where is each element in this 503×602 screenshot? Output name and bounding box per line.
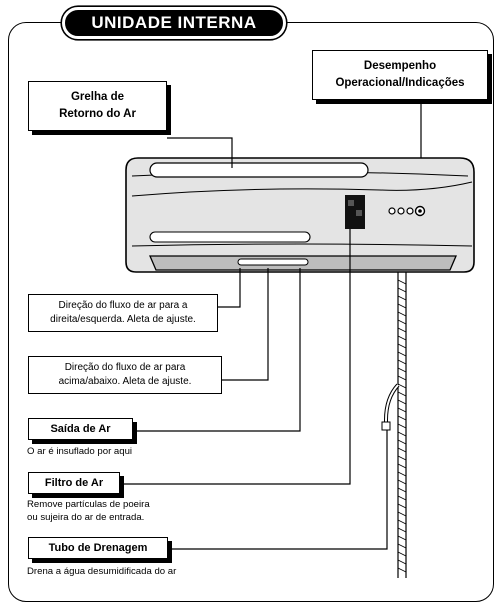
- unit-body: [125, 157, 475, 273]
- label-direcao-vertical-line1: Direção do fluxo de ar para: [64, 362, 186, 373]
- diagram-title: UNIDADE INTERNA: [62, 7, 286, 39]
- label-direcao-vertical-line2: acima/abaixo. Aleta de ajuste.: [58, 376, 192, 387]
- louver: [237, 258, 309, 266]
- return-grille: [149, 162, 369, 178]
- label-desempenho-line1: Desempenho: [363, 60, 437, 72]
- indicator-light: [397, 207, 405, 215]
- label-filtro-title: Filtro de Ar: [44, 476, 104, 489]
- label-filtro-desc-line1: Remove partículas de poeira: [27, 499, 150, 510]
- label-tubo: Tubo de Drenagem: [28, 537, 168, 559]
- label-grelha: Grelha de Retorno do Ar: [28, 81, 167, 131]
- power-button-dot: [418, 209, 422, 213]
- label-filtro-desc-line2: ou sujeira do ar de entrada.: [27, 511, 145, 523]
- indicator-light: [406, 207, 414, 215]
- display-segment: [356, 210, 362, 216]
- leader-lines: [120, 100, 422, 550]
- label-filtro: Filtro de Ar: [28, 472, 120, 494]
- unit-illustration: [120, 100, 475, 578]
- label-grelha-line2: Retorno do Ar: [59, 108, 136, 120]
- lower-slot: [149, 231, 311, 243]
- label-tubo-title: Tubo de Drenagem: [48, 541, 148, 554]
- panel-contour: [131, 181, 473, 197]
- label-saida-desc: O ar é insuflado por aqui: [27, 446, 133, 457]
- label-desempenho-line2: Operacional/Indicações: [335, 77, 465, 89]
- label-grelha-line1: Grelha de: [70, 91, 125, 103]
- label-tubo-desc: Drena a água desumidificada do ar: [27, 566, 177, 577]
- indicator-light: [388, 207, 396, 215]
- display-segment: [348, 200, 354, 206]
- label-direcao-lateral-line1: Direção do fluxo de ar para a: [58, 300, 188, 311]
- label-filtro-desc: Remove partículas de poeira ou sujeira d…: [27, 499, 150, 524]
- label-direcao-vertical: Direção do fluxo de ar para acima/abaixo…: [28, 356, 222, 394]
- label-saida: Saída de Ar: [28, 418, 133, 440]
- drain-hose: [381, 383, 400, 431]
- bottom-contour: [131, 243, 473, 247]
- label-direcao-lateral: Direção do fluxo de ar para a direita/es…: [28, 294, 218, 332]
- label-direcao-lateral-line2: direita/esquerda. Aleta de ajuste.: [50, 314, 196, 325]
- label-saida-title: Saída de Ar: [50, 422, 111, 435]
- drain-pipe: [397, 272, 407, 578]
- label-desempenho: Desempenho Operacional/Indicações: [312, 50, 488, 100]
